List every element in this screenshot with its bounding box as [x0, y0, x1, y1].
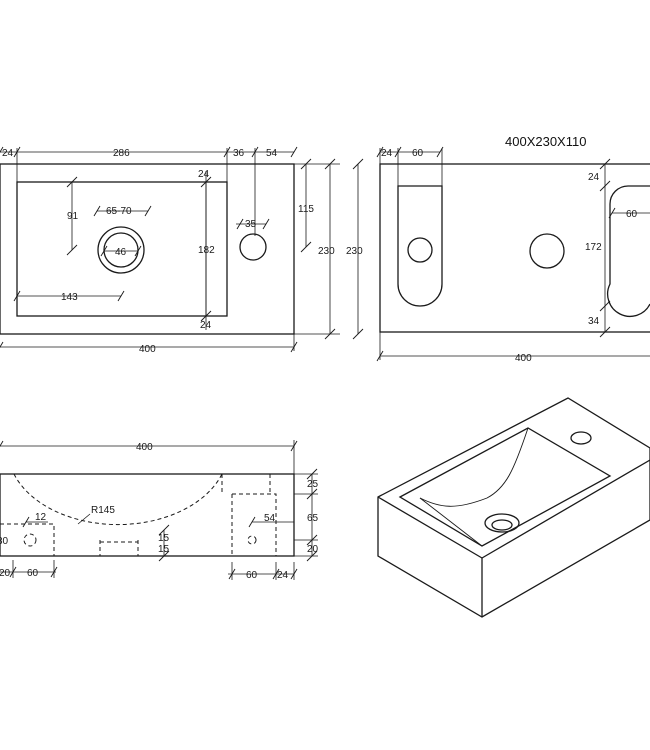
drain-inner-circle — [103, 232, 139, 268]
dim-top-height: 115 — [298, 204, 314, 215]
dim-front-drain-b: 15 — [158, 544, 170, 555]
dim-front-bottom-edge: 20 — [307, 544, 319, 555]
dim-back-left-offset: 24 — [381, 148, 393, 159]
dim-front-left-slot: 60 — [27, 568, 39, 579]
iso-drain-inner — [491, 519, 513, 531]
dim-drain-range: 65-70 — [106, 206, 132, 217]
tap-hole-circle — [239, 233, 267, 261]
dim-front-top-edge: 25 — [307, 479, 319, 490]
dim-front-drain-a: 15 — [158, 533, 170, 544]
dim-back-slot-width: 60 — [412, 148, 424, 159]
dim-back-slot-height: 172 — [585, 242, 602, 253]
drain-outer-circle — [97, 226, 145, 274]
dim-front-right-margin: 24 — [277, 570, 289, 581]
dim-hole-gap: 36 — [233, 148, 245, 159]
dim-front-left-height: 30 — [0, 536, 9, 547]
back-center-hole — [529, 233, 565, 269]
back-left-slot — [397, 185, 443, 307]
back-right-slot — [607, 185, 650, 317]
dim-back-right-slot: 60 — [626, 209, 638, 220]
front-view-outline — [0, 473, 295, 557]
dim-front-right-offset: 54 — [264, 513, 276, 524]
back-view-outline — [379, 163, 650, 333]
dim-front-left-offset: 20 — [0, 568, 11, 579]
dim-back-bottom-margin: 34 — [588, 316, 600, 327]
dim-front-small-hole: 12 — [35, 512, 47, 523]
dim-tap-hole: 35 — [245, 219, 257, 230]
dim-back-overall-width: 400 — [515, 353, 532, 364]
dim-front-overall-width: 400 — [136, 442, 153, 453]
dim-top-left-offset: 24 — [2, 148, 14, 159]
dim-right-offset: 54 — [266, 148, 278, 159]
iso-tap-hole — [570, 431, 592, 445]
dim-front-radius: R145 — [91, 505, 115, 516]
dim-basin-height: 182 — [198, 245, 215, 256]
dim-front-mid-height: 65 — [307, 513, 319, 524]
iso-basin-rim — [398, 427, 612, 547]
dim-overall-height-a: 230 — [318, 246, 335, 257]
top-view-outline — [0, 163, 295, 335]
isometric-view — [377, 397, 650, 618]
dim-basin-depth: 91 — [67, 211, 79, 222]
dim-overall-height-b: 230 — [346, 246, 363, 257]
iso-basin-slope — [419, 427, 529, 507]
front-view: 400 R145 12 30 20 60 25 65 20 — [0, 440, 319, 581]
back-left-hole — [407, 237, 433, 263]
dim-basin-width: 286 — [113, 148, 130, 159]
back-view: 24 60 24 172 34 60 400 — [376, 146, 650, 364]
drawing-title: 400X230X110 — [505, 134, 586, 149]
top-view-basin — [16, 181, 228, 317]
dim-bottom-margin: 24 — [200, 320, 212, 331]
iso-outline — [377, 397, 650, 618]
iso-drain-outer — [484, 513, 520, 533]
dim-drain-offset: 143 — [61, 292, 78, 303]
dim-overall-width: 400 — [139, 344, 156, 355]
dim-drain-hole: 46 — [115, 247, 127, 258]
dim-back-top-margin: 24 — [588, 172, 600, 183]
dim-front-right-slot: 60 — [246, 570, 258, 581]
dim-top-margin: 24 — [198, 169, 210, 180]
front-basin-curve — [13, 473, 223, 526]
top-view: 24 286 36 54 115 230 230 91 65-70 46 — [0, 146, 364, 355]
